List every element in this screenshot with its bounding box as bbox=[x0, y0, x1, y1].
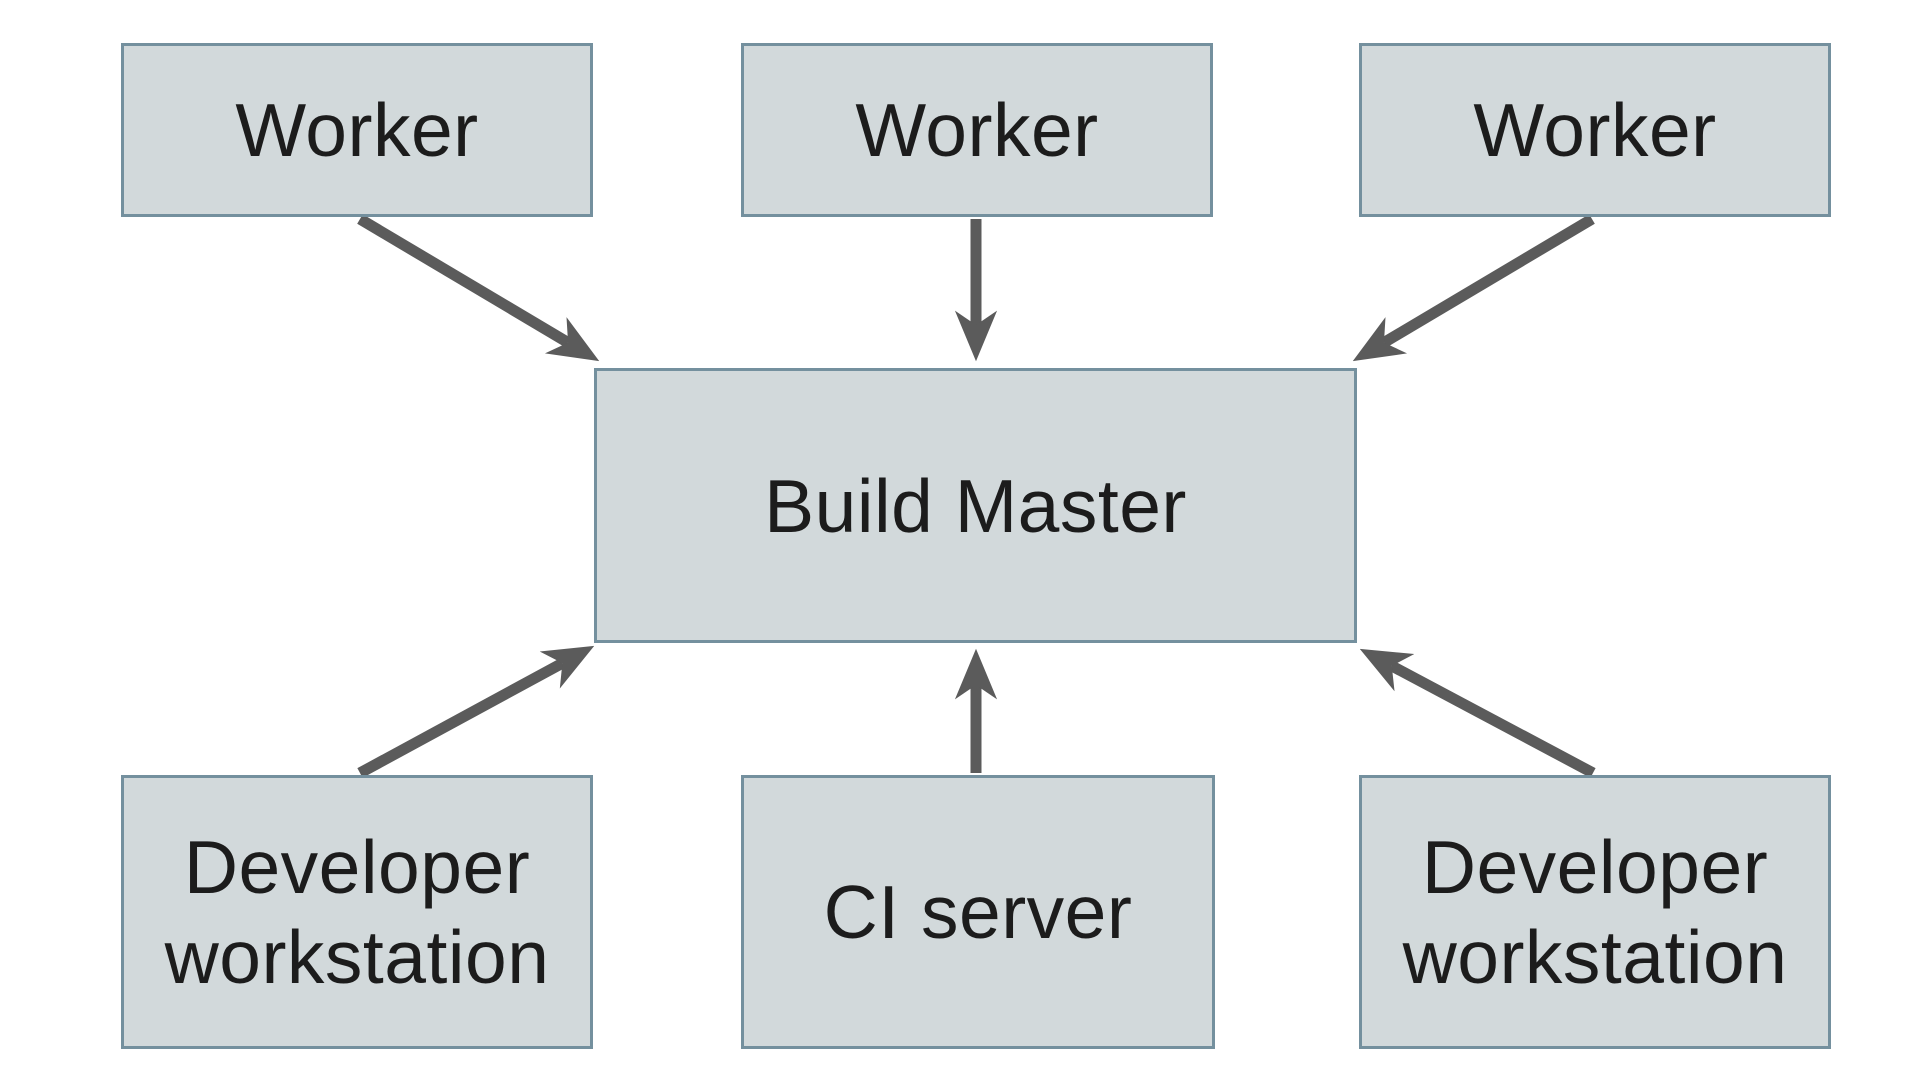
node-label-build-master: Build Master bbox=[764, 463, 1187, 548]
node-build-master: Build Master bbox=[594, 368, 1357, 643]
edge-developer-workstation-2-to-build-master bbox=[1359, 648, 1596, 778]
node-worker-1: Worker bbox=[121, 43, 593, 217]
node-label-developer-workstation-2: Developer workstation bbox=[1402, 825, 1788, 999]
edge-worker-1-to-build-master bbox=[357, 214, 600, 362]
node-label-worker-3: Worker bbox=[1473, 88, 1717, 172]
edge-developer-workstation-1-to-build-master bbox=[357, 645, 595, 778]
node-label-developer-workstation-1: Developer workstation bbox=[164, 825, 550, 999]
node-label-worker-1: Worker bbox=[235, 88, 479, 172]
node-developer-workstation-2: Developer workstation bbox=[1359, 775, 1831, 1049]
node-worker-2: Worker bbox=[741, 43, 1213, 217]
edge-worker-3-to-build-master bbox=[1352, 214, 1595, 362]
node-worker-3: Worker bbox=[1359, 43, 1831, 217]
node-ci-server: CI server bbox=[741, 775, 1215, 1049]
node-label-worker-2: Worker bbox=[855, 88, 1099, 172]
node-developer-workstation-1: Developer workstation bbox=[121, 775, 593, 1049]
node-label-ci-server: CI server bbox=[823, 870, 1133, 954]
